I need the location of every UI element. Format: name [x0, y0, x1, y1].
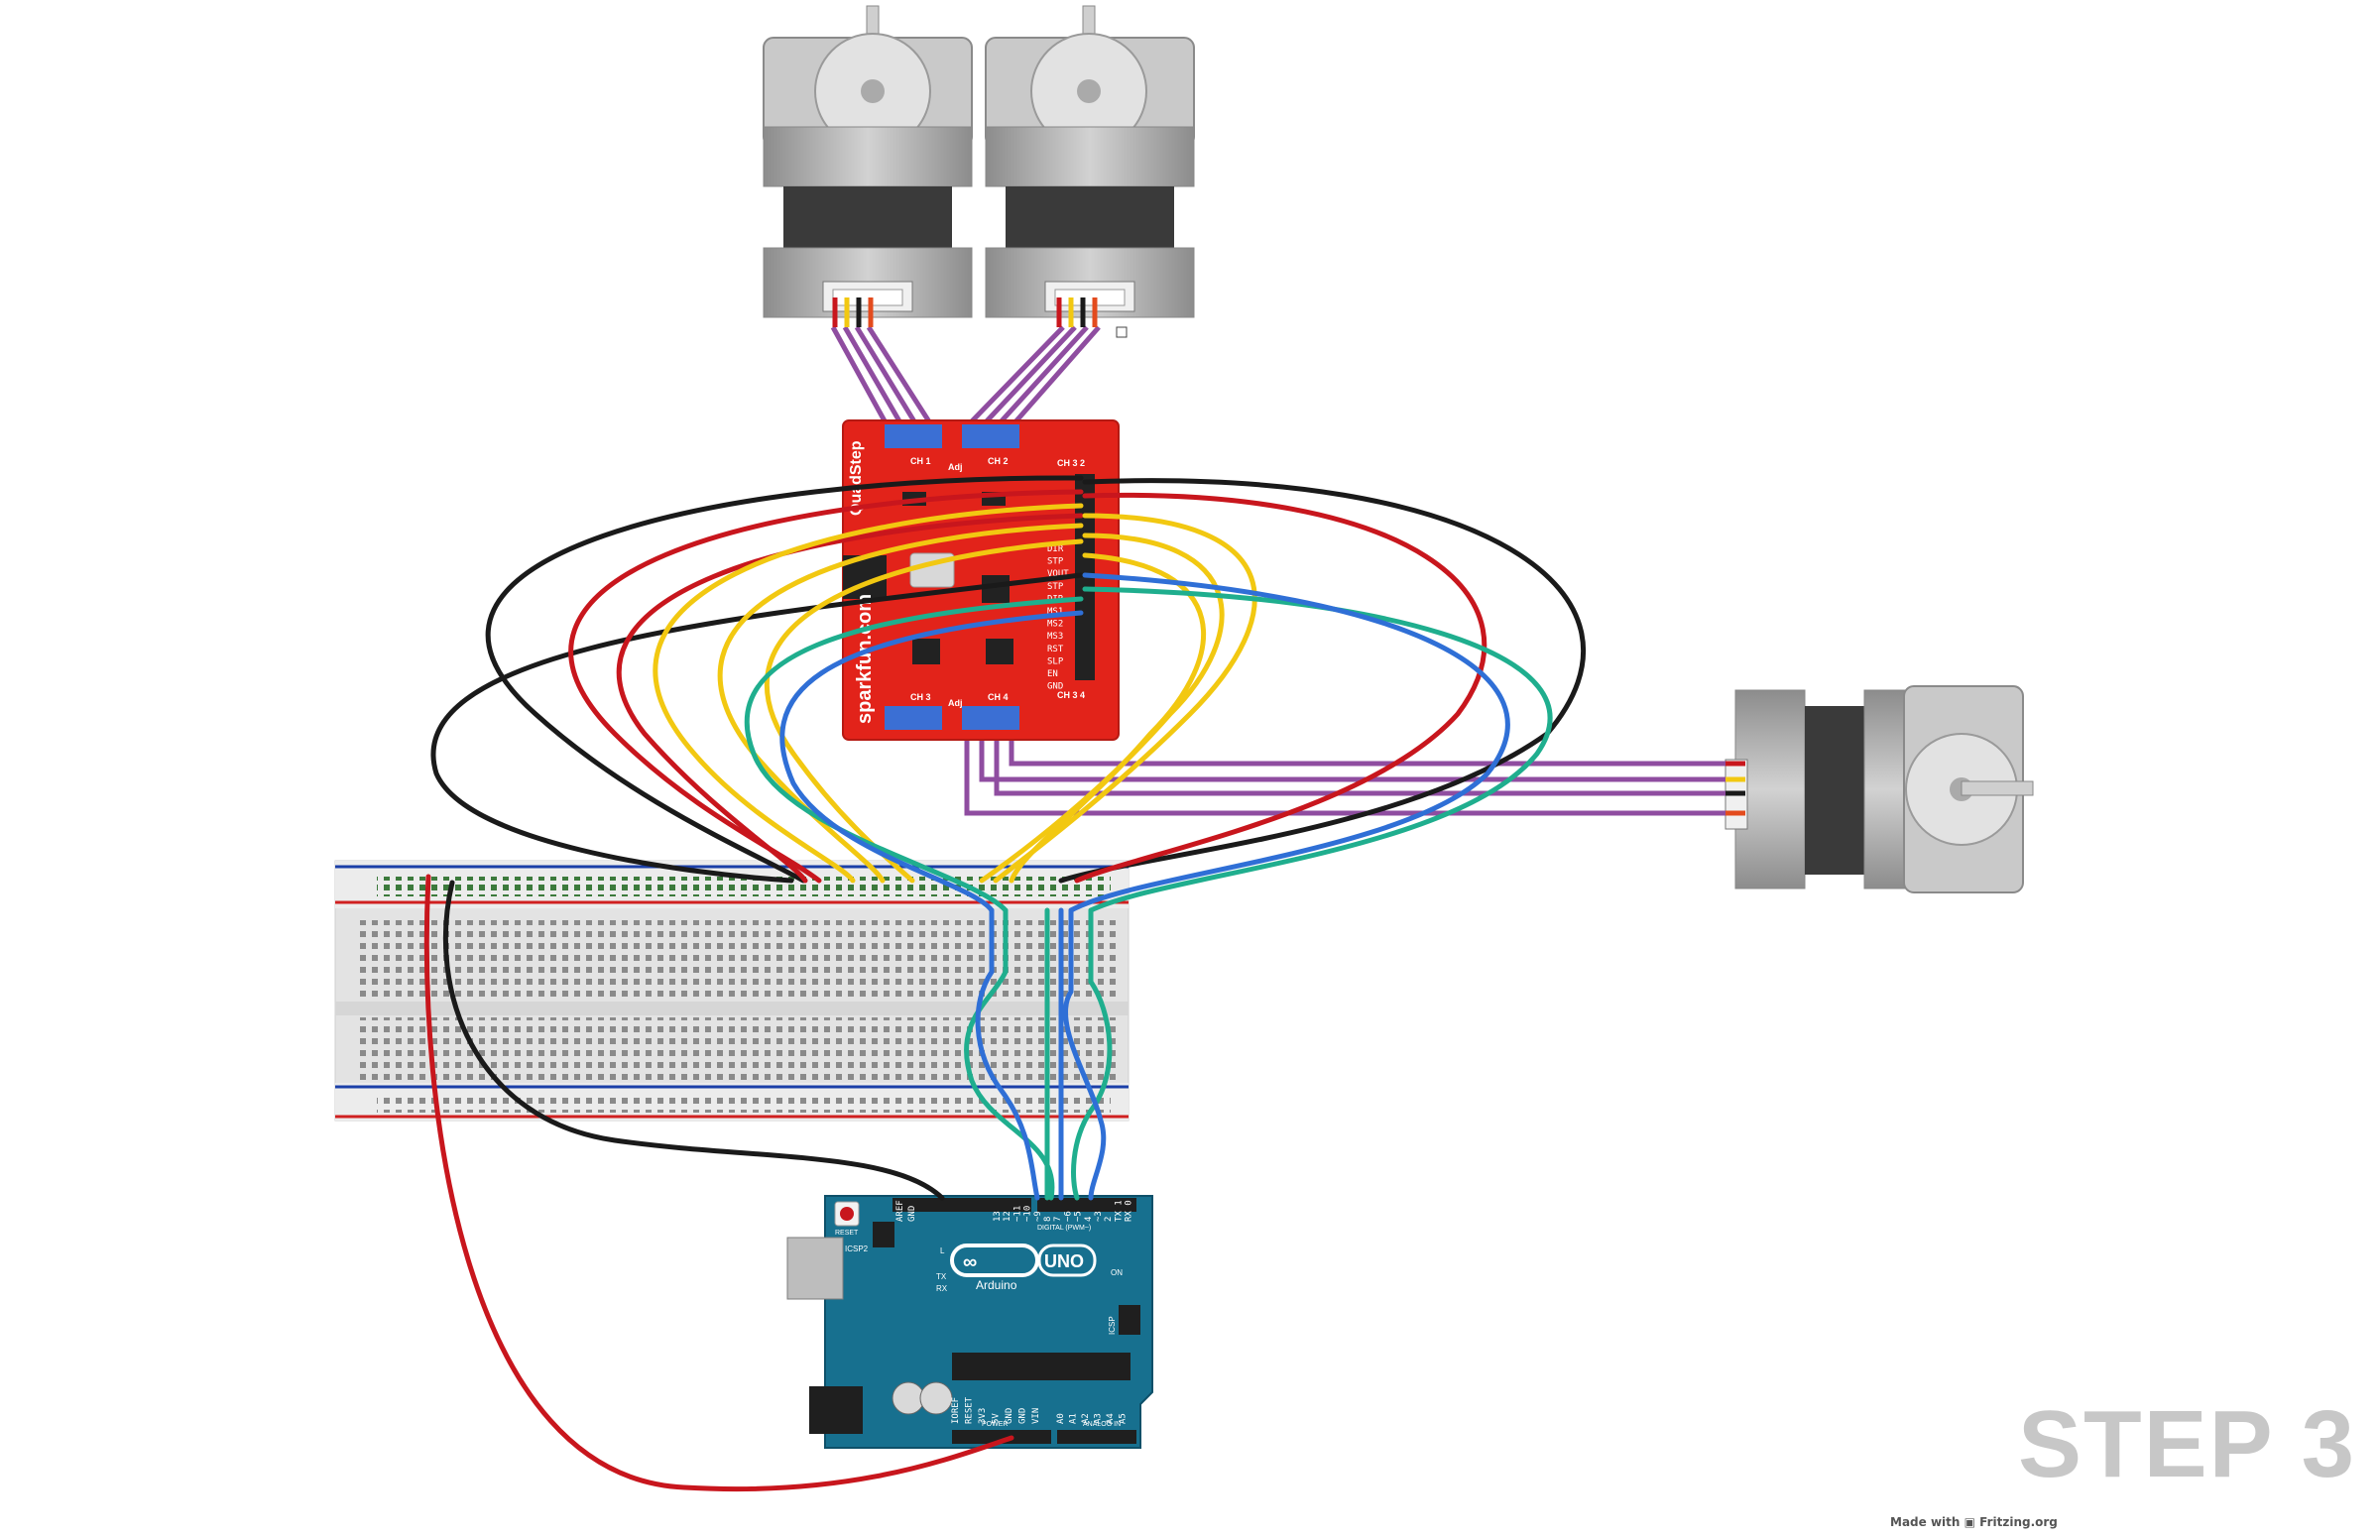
arduino-digital-pin-label: RX 0	[1125, 1200, 1134, 1222]
arduino-analog-label: ANALOG IN	[1083, 1421, 1121, 1428]
arduino-digital-pin-label: 2	[1104, 1217, 1114, 1222]
arduino-logo-symbol: ∞	[963, 1251, 977, 1273]
driver-pin-label: RST	[1047, 645, 1064, 654]
arduino-power-pin-label: GND	[1018, 1408, 1028, 1424]
arduino-digital-pin-label: ~10	[1023, 1206, 1033, 1222]
arduino-analog-pin-label: A0	[1056, 1413, 1066, 1424]
arduino-digital-pin-label: ~11	[1012, 1206, 1022, 1222]
driver-pin-label: STP	[1047, 557, 1064, 567]
arduino-rx-label: RX	[936, 1284, 948, 1293]
arduino-power-pin-label: VIN	[1031, 1408, 1041, 1424]
driver-pin-label: SLP	[1047, 656, 1064, 666]
arduino-digital-pin-label: 4	[1084, 1217, 1094, 1222]
driver-pin-label: MS2	[1047, 620, 1063, 630]
arduino-uno: ∞ UNO Arduino RESET ICSP2 ICSP TX RX L O…	[786, 1195, 1153, 1449]
arduino-digital-pin-label: 8	[1043, 1217, 1053, 1222]
driver-pin-label: EN	[1047, 669, 1058, 679]
credit-prefix: Made with	[1890, 1515, 1961, 1529]
fritzing-credit: Made with ▣ Fritzing.org	[1890, 1515, 2058, 1529]
arduino-tx-label: TX	[936, 1272, 947, 1281]
arduino-digital-pin-label: TX 1	[1114, 1200, 1124, 1222]
arduino-icsp2-label: ICSP2	[845, 1244, 869, 1253]
driver-product: QuadStep	[848, 440, 865, 516]
stepper-motor-1	[763, 5, 973, 318]
driver-header-bottom: CH 3 4	[1057, 690, 1085, 700]
arduino-analog-pin-label: A3	[1094, 1413, 1104, 1424]
arduino-power-pin-label: 5V	[992, 1413, 1002, 1424]
arduino-icsp-label: ICSP	[1108, 1316, 1117, 1335]
arduino-on-label: ON	[1111, 1268, 1123, 1277]
driver-adj-bottom: Adj	[948, 698, 963, 708]
driver-ch3: CH 3	[910, 692, 931, 702]
arduino-digital-pin-label: 12	[1003, 1211, 1012, 1222]
driver-board: sparkfun.com QuadStep CH 1 CH 2 CH 3 CH …	[842, 419, 1120, 741]
arduino-digital-pin-label: ~6	[1063, 1211, 1073, 1222]
arduino-analog-pin-label: A4	[1106, 1413, 1116, 1424]
arduino-power-pin-label: IOREF	[951, 1397, 961, 1424]
arduino-digital-label: DIGITAL (PWM~)	[1037, 1225, 1091, 1232]
driver-pin-label: GND	[1047, 682, 1063, 692]
arduino-aref-label: AREF	[895, 1200, 905, 1222]
arduino-reset-label: RESET	[835, 1230, 859, 1237]
arduino-power-label: POWER	[982, 1421, 1008, 1428]
arduino-brand: Arduino	[976, 1278, 1017, 1292]
arduino-power-pin-label: 3V3	[978, 1408, 988, 1424]
arduino-digital-pin-label: 13	[993, 1211, 1003, 1222]
arduino-digital-pin-label: ~5	[1074, 1211, 1084, 1222]
driver-header-top: CH 3 2	[1057, 458, 1085, 468]
arduino-analog-pin-label: A5	[1119, 1413, 1129, 1424]
driver-adj-top: Adj	[948, 462, 963, 472]
driver-ch1: CH 1	[910, 456, 931, 466]
jumper-wires	[423, 475, 1587, 1492]
driver-pin-label: VOUT	[1047, 569, 1069, 579]
arduino-power-pin-label: GND	[1005, 1408, 1014, 1424]
driver-ch2: CH 2	[988, 456, 1009, 466]
stepper-motor-3	[1725, 685, 2034, 893]
driver-brand: sparkfun.com	[854, 594, 876, 724]
arduino-analog-pin-label: A1	[1069, 1413, 1079, 1424]
driver-pin-label: DIR	[1047, 544, 1064, 554]
fritzing-icon: ▣	[1964, 1515, 1975, 1529]
driver-ch4: CH 4	[988, 692, 1009, 702]
driver-pin-label: MS3	[1047, 632, 1063, 642]
arduino-power-pin-label: RESET	[965, 1396, 975, 1424]
arduino-digital-pin-label: 7	[1053, 1217, 1063, 1222]
arduino-analog-pin-label: A2	[1081, 1413, 1091, 1424]
arduino-gnd-label: GND	[907, 1206, 917, 1222]
step-label: STEP 3	[2017, 1391, 2356, 1497]
arduino-uno-logo: UNO	[1044, 1251, 1084, 1271]
stepper-motor-2	[985, 5, 1195, 338]
breadboard	[334, 860, 1130, 1122]
arduino-digital-pin-label: ~9	[1033, 1211, 1043, 1222]
motor-connector-leads	[832, 297, 1745, 816]
driver-pin-label: STP	[1047, 582, 1064, 592]
driver-pin-label: MS1	[1047, 607, 1063, 617]
arduino-l-label: L	[940, 1246, 945, 1255]
credit-brand: Fritzing.org	[1979, 1515, 2058, 1529]
arduino-digital-pin-label: ~3	[1094, 1211, 1104, 1222]
